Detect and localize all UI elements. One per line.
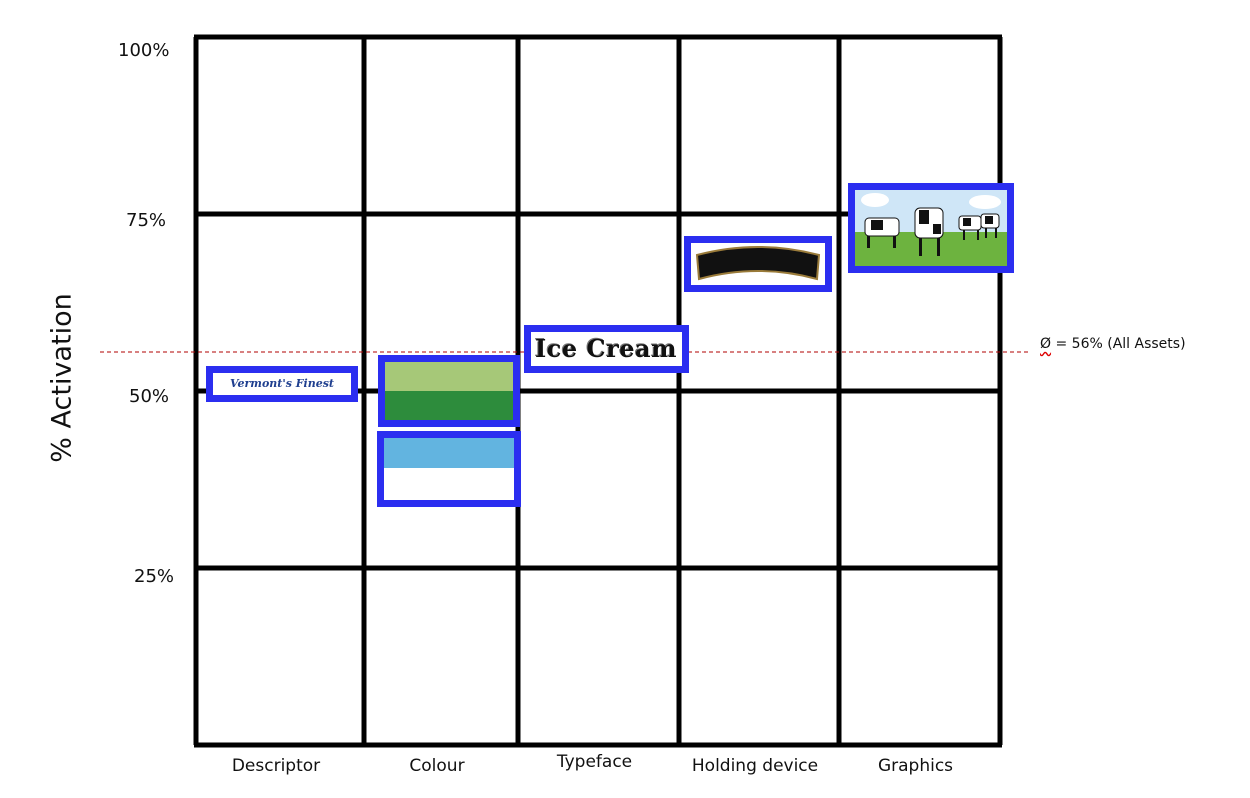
y-tick-label: 50%: [129, 386, 170, 407]
asset-marker-typeface: Ice Cream: [523, 324, 689, 373]
average-symbol: Ø: [1040, 336, 1052, 352]
y-axis-title: % Activation: [46, 293, 78, 463]
x-category-label: Holding device: [691, 756, 819, 776]
asset-marker-colour-blue: [377, 430, 521, 507]
colour-swatch-dark-green: [385, 391, 513, 420]
typeface-text: Ice Cream: [535, 333, 677, 363]
colour-swatch-light-blue: [384, 437, 514, 468]
y-tick-label: 100%: [118, 40, 170, 61]
average-label: Ø = 56% (All Assets): [1040, 336, 1186, 352]
colour-swatch-white: [384, 467, 514, 500]
asset-marker-graphics: [848, 183, 1014, 274]
x-category-label: Typeface: [556, 752, 633, 772]
asset-marker-colour-green: [378, 355, 520, 427]
y-tick-label: 75%: [126, 210, 167, 231]
x-category-label: Descriptor: [231, 756, 321, 776]
asset-marker-descriptor: Vermont's Finest: [206, 365, 358, 402]
asset-marker-holding-device: [684, 235, 832, 292]
y-tick-label: 25%: [134, 566, 175, 587]
colour-swatch-light-green: [385, 362, 513, 391]
average-text: = 56% (All Assets): [1055, 336, 1186, 352]
x-category-label: Graphics: [877, 756, 954, 776]
x-category-label: Colour: [409, 756, 465, 776]
descriptor-text: Vermont's Finest: [229, 376, 335, 390]
banner-arc-icon: [695, 245, 821, 280]
cows-in-field-icon: [855, 190, 1007, 267]
